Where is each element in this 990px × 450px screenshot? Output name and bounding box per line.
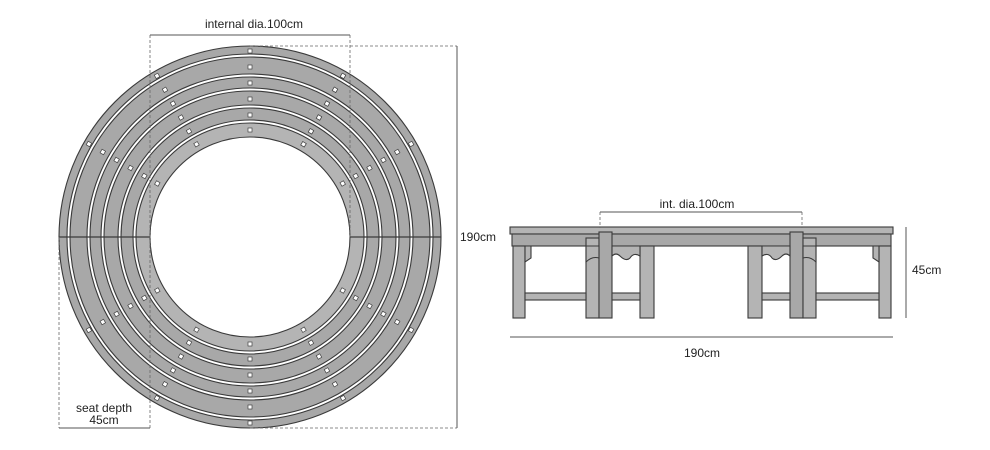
bracket-left-outer [585, 245, 600, 264]
bolt-mark [393, 148, 401, 156]
bolt-mark [154, 180, 161, 187]
bolt-mark [307, 128, 315, 135]
stretcher-left [524, 292, 587, 301]
bolt-mark [247, 372, 253, 378]
side-view: int. dia.100cm 45cm 190cm [509, 197, 941, 360]
internal-dia-label: internal dia.100cm [205, 17, 303, 31]
bolt-mark [315, 114, 323, 121]
bolt-mark [99, 148, 107, 156]
bolt-mark [380, 156, 387, 164]
inner-opening [149, 136, 351, 338]
bolt-mark [339, 72, 347, 80]
bracket-end-right [872, 245, 880, 264]
bolt-mark [193, 326, 200, 333]
bolt-mark [247, 388, 253, 394]
bolt-mark [352, 294, 359, 302]
bolt-mark [393, 318, 401, 326]
stretcher-right [815, 292, 880, 301]
bolt-mark [380, 310, 387, 318]
bolt-mark [407, 140, 415, 148]
bolt-mark [154, 287, 161, 294]
bolt-mark [169, 367, 177, 374]
top-view: internal dia.100cm 190cm seat depth 45cm [58, 17, 496, 429]
bolt-mark [366, 302, 373, 310]
bolt-mark [247, 356, 253, 362]
bracket-end-left [524, 245, 532, 264]
bolt-mark [247, 64, 253, 70]
top-height-label: 190cm [460, 230, 496, 244]
bolt-mark [99, 318, 107, 326]
bolt-mark [247, 96, 253, 102]
leg-inner-left-3 [639, 245, 655, 319]
bolt-mark [247, 48, 253, 54]
bolt-mark [127, 164, 134, 172]
bolt-mark [247, 127, 253, 133]
bolt-mark [331, 86, 339, 94]
side-view-dimensions [510, 211, 907, 338]
leg-inner-right-1 [747, 245, 763, 319]
leg-inner-right-2 [789, 231, 804, 319]
bracket-right [761, 245, 791, 261]
bolt-mark [161, 380, 169, 388]
bolt-mark [185, 128, 193, 135]
bolt-mark [331, 380, 339, 388]
bolt-mark [193, 141, 200, 148]
bracket-right-outer [802, 245, 817, 264]
bolt-mark [247, 80, 253, 86]
bolt-mark [366, 164, 373, 172]
bolt-mark [247, 420, 253, 426]
bracket-left [611, 245, 641, 261]
bolt-mark [113, 310, 120, 318]
leg-inner-left-2 [598, 231, 613, 319]
bolt-mark [315, 353, 323, 360]
stretcher-right-inner [761, 292, 791, 301]
leg-outer-left [512, 245, 526, 319]
bolt-mark [247, 404, 253, 410]
stretcher-left-inner [611, 292, 641, 301]
bolt-mark [307, 339, 315, 346]
int-dia-label: int. dia.100cm [660, 197, 735, 211]
bolt-mark [153, 394, 161, 402]
bolt-mark [113, 156, 120, 164]
bolt-mark [323, 100, 331, 107]
bolt-mark [141, 294, 148, 302]
segment-joints [59, 48, 441, 426]
bolt-mark [177, 114, 185, 121]
side-width-label: 190cm [684, 346, 720, 360]
bolt-mark [323, 367, 331, 374]
seat-depth-value: 45cm [89, 413, 118, 427]
bolt-mark [127, 302, 134, 310]
bolt-mark [339, 394, 347, 402]
bolt-mark [161, 86, 169, 94]
bolt-mark [153, 72, 161, 80]
seat-rings [58, 45, 442, 429]
bolt-mark [169, 100, 177, 107]
bolt-mark [300, 326, 307, 333]
joint-bolts [85, 48, 415, 426]
seat-depth-label: seat depth [76, 401, 132, 415]
bolt-mark [247, 341, 253, 347]
leg-outer-right [878, 245, 892, 319]
seat-top [509, 226, 894, 235]
bolt-mark [339, 287, 346, 294]
bolt-mark [352, 172, 359, 180]
bolt-mark [85, 326, 93, 334]
bolt-mark [177, 353, 185, 360]
bolt-mark [339, 180, 346, 187]
bolt-mark [185, 339, 193, 346]
bolt-mark [407, 326, 415, 334]
bolt-mark [141, 172, 148, 180]
seat-apron [511, 233, 892, 247]
top-view-dimensions [58, 34, 458, 429]
side-height-label: 45cm [912, 263, 941, 277]
bolt-mark [300, 141, 307, 148]
bolt-mark [247, 112, 253, 118]
bolt-mark [85, 140, 93, 148]
